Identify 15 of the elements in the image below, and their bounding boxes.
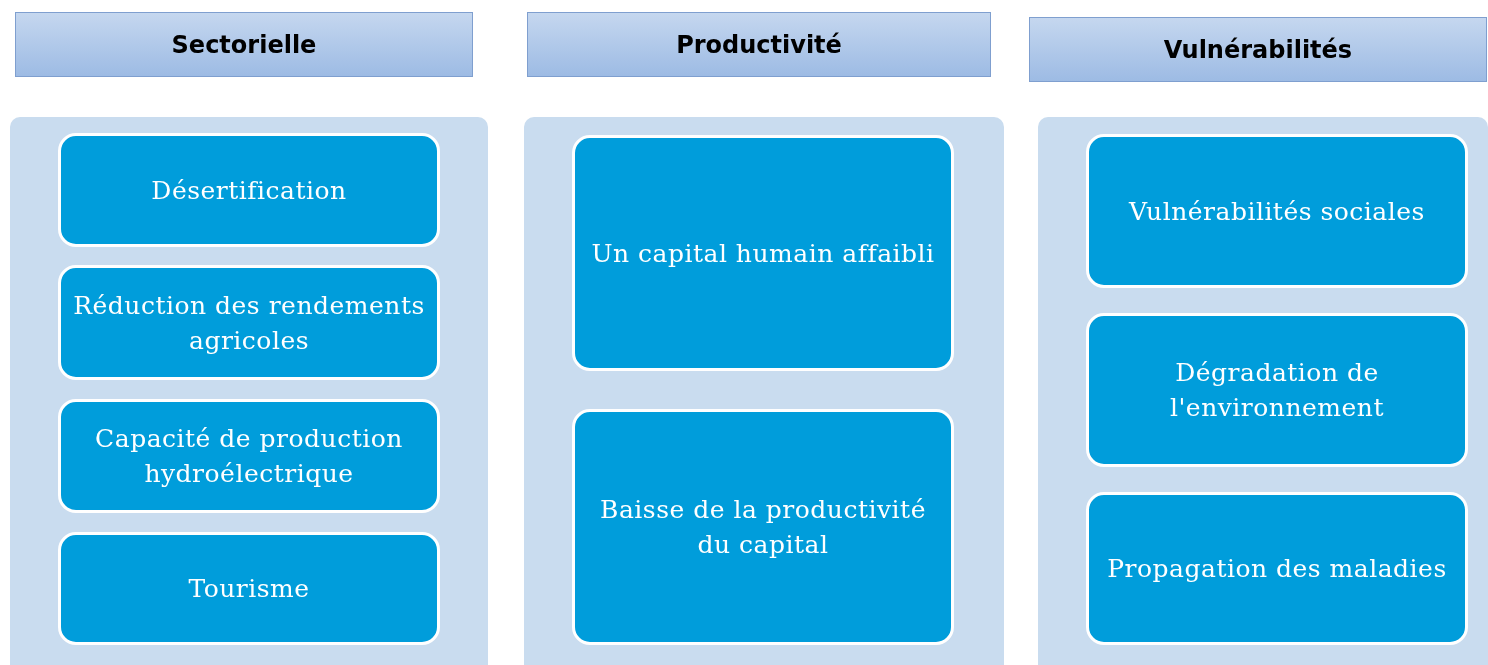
category-box: Capacité de production hydroélectrique xyxy=(58,399,440,513)
column-panel xyxy=(10,117,488,665)
column-header: Vulnérabilités xyxy=(1029,17,1487,82)
category-box: Vulnérabilités sociales xyxy=(1086,134,1468,288)
category-box: Un capital humain affaibli xyxy=(572,135,954,371)
category-box: Réduction des rendements agricoles xyxy=(58,265,440,380)
column-panel xyxy=(1038,117,1488,665)
category-box: Tourisme xyxy=(58,532,440,645)
category-box: Dégradation de l'environnement xyxy=(1086,313,1468,467)
column-header: Productivité xyxy=(527,12,991,77)
category-box: Désertification xyxy=(58,133,440,247)
column-panel xyxy=(524,117,1004,665)
category-box: Propagation des maladies xyxy=(1086,492,1468,645)
category-box: Baisse de la productivité du capital xyxy=(572,409,954,645)
column-header: Sectorielle xyxy=(15,12,473,77)
